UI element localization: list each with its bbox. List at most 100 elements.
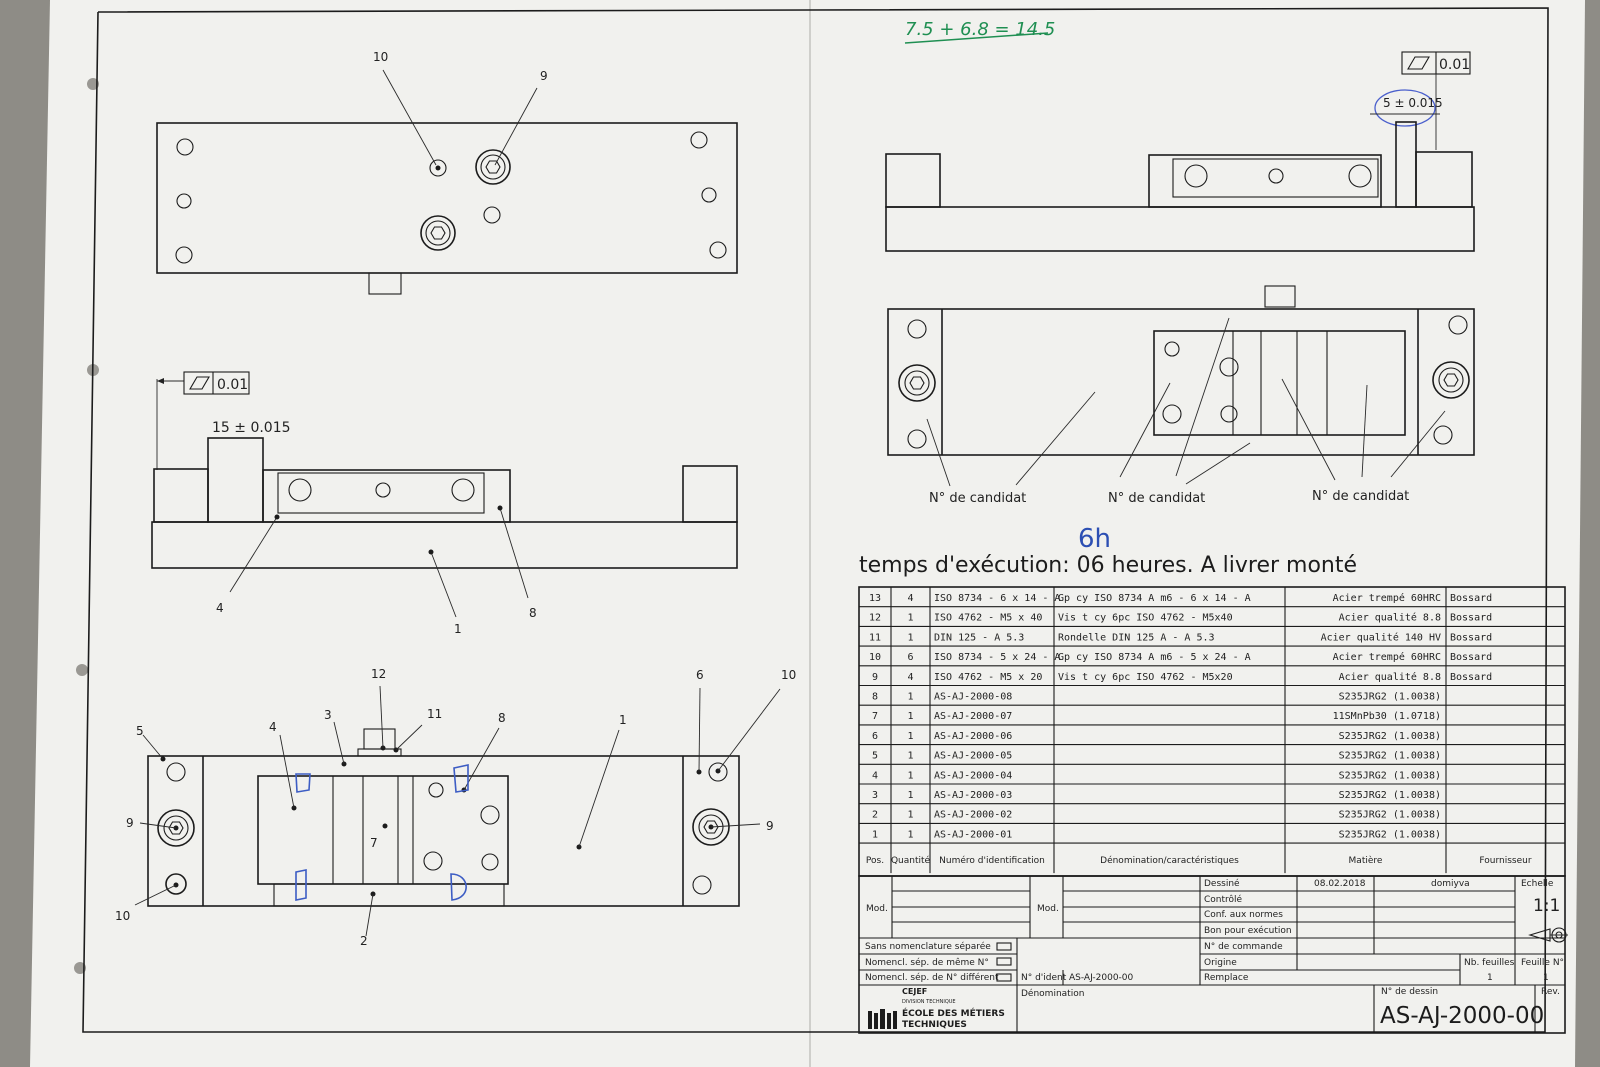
echelle-value: 1:1 bbox=[1533, 896, 1560, 916]
bom-id: DIN 125 - A 5.3 bbox=[934, 632, 1024, 643]
dimension-5: 5 ± 0.015 bbox=[1383, 96, 1443, 110]
hole bbox=[176, 193, 192, 209]
feuille-label: Feuille N° bbox=[1521, 958, 1564, 968]
title-block: Mod. Mod. Dessiné 08.02.2018 domiyva Con… bbox=[858, 875, 1568, 1034]
hole bbox=[175, 246, 193, 264]
drawing-frame bbox=[82, 7, 1549, 1033]
bom-material: S235JRG2 (1.0038) bbox=[1339, 790, 1441, 801]
screw-socket bbox=[480, 154, 506, 180]
slider-block bbox=[1148, 154, 1382, 208]
balloon-1: 1 bbox=[454, 622, 462, 636]
candidate-label: N° de candidat bbox=[1108, 491, 1205, 506]
mod-label: Mod. bbox=[1037, 904, 1059, 914]
bom-pos: 3 bbox=[872, 790, 878, 801]
leader-arrow bbox=[1119, 382, 1171, 478]
school-line-1: ÉCOLE DES MÉTIERS bbox=[902, 1007, 1005, 1019]
dimension-15: 15 ± 0.015 bbox=[212, 420, 291, 436]
handwritten-sum: 7.5 + 6.8 = 14.5 bbox=[905, 19, 1055, 40]
nomencl-diff-label: Nomencl. sép. de N° différent bbox=[865, 972, 999, 983]
execution-time-note: temps d'exécution: 06 heures. A livrer m… bbox=[859, 553, 1357, 578]
balloon-1: 1 bbox=[619, 713, 627, 727]
punch-hole bbox=[87, 78, 99, 90]
projection-symbol-icon bbox=[1528, 927, 1568, 943]
bon-execution-label: Bon pour exécution bbox=[1204, 925, 1292, 936]
right-top-view: N° de candidat N° de candidat N° de cand… bbox=[887, 285, 1475, 506]
hole bbox=[1348, 164, 1372, 188]
nomencl-meme-label: Nomencl. sép. de même N° bbox=[865, 957, 989, 968]
hex-socket-icon bbox=[485, 160, 501, 174]
plate-outline bbox=[156, 122, 738, 274]
leader-arrow bbox=[1185, 442, 1251, 485]
balloon-10: 10 bbox=[373, 50, 388, 64]
hole bbox=[451, 478, 475, 502]
screw-head bbox=[157, 809, 195, 847]
bom-denomination: Rondelle DIN 125 A - A 5.3 bbox=[1058, 632, 1215, 643]
slider-block bbox=[1153, 330, 1406, 436]
bom-material: S235JRG2 (1.0038) bbox=[1339, 829, 1441, 840]
bom-pos: 2 bbox=[872, 810, 878, 821]
punch-hole bbox=[76, 664, 88, 676]
nb-feuilles-value: 1 bbox=[1487, 973, 1493, 983]
balloon-9: 9 bbox=[540, 69, 548, 83]
bom-material: Acier qualité 8.8 bbox=[1339, 671, 1441, 683]
bom-supplier: Bossard bbox=[1450, 672, 1492, 683]
hole bbox=[481, 853, 499, 871]
bom-quantity: 4 bbox=[907, 672, 913, 683]
rail bbox=[273, 883, 505, 907]
bom-supplier: Bossard bbox=[1450, 652, 1492, 663]
leader-line bbox=[134, 884, 177, 906]
arrowhead bbox=[157, 378, 164, 384]
right-block bbox=[1415, 151, 1473, 208]
nb-feuilles-label: Nb. feuilles bbox=[1464, 958, 1515, 968]
bom-pos: 7 bbox=[872, 711, 878, 722]
bom-pos: 12 bbox=[869, 613, 881, 624]
flatness-symbol-icon bbox=[1407, 56, 1430, 70]
bom-id: AS-AJ-2000-08 bbox=[934, 692, 1012, 703]
leader-arrow bbox=[1361, 384, 1368, 478]
leader-arrow bbox=[1175, 317, 1230, 477]
balloon-dot bbox=[428, 549, 434, 555]
bom-header-material: Matière bbox=[1349, 855, 1383, 866]
bom-material: Acier qualité 8.8 bbox=[1339, 612, 1441, 624]
screw-socket bbox=[1438, 367, 1464, 393]
bom-header-supplier: Fournisseur bbox=[1479, 856, 1531, 866]
hex-socket-icon bbox=[1443, 373, 1459, 387]
bom-denomination: Gp cy ISO 8734 A m6 - 5 x 24 - A bbox=[1058, 652, 1251, 663]
bom-id: ISO 8734 - 6 x 14 - A bbox=[934, 593, 1060, 604]
balloon-10: 10 bbox=[115, 909, 130, 923]
leader-line bbox=[382, 69, 437, 166]
hand-mark bbox=[450, 873, 467, 901]
right-side-view: 0.01 5 ± 0.015 bbox=[885, 51, 1475, 252]
bom-quantity: 1 bbox=[907, 810, 913, 821]
conf-normes-label: Conf. aux normes bbox=[1204, 910, 1283, 920]
no-dessin-label: N° de dessin bbox=[1381, 987, 1438, 997]
leader-line bbox=[333, 721, 345, 765]
leader-line bbox=[379, 685, 384, 749]
leader-line bbox=[463, 727, 500, 791]
balloon-dot bbox=[435, 165, 441, 171]
leader-line bbox=[494, 87, 538, 166]
hole bbox=[423, 851, 443, 871]
left-sheet bbox=[30, 0, 810, 1067]
hex-socket-icon bbox=[168, 821, 184, 835]
bom-pos: 9 bbox=[872, 672, 878, 683]
screw-head bbox=[475, 149, 511, 185]
bom-material: S235JRG2 (1.0038) bbox=[1339, 751, 1441, 762]
balloon-dot bbox=[274, 514, 280, 520]
hole bbox=[483, 206, 501, 224]
screw-stub bbox=[368, 272, 402, 295]
left-front-view: 12 11 3 4 8 1 6 10 5 9 9 7 2 10 bbox=[115, 667, 796, 948]
slider-block bbox=[262, 469, 511, 523]
leader-arrow bbox=[926, 418, 951, 487]
bom-id: ISO 8734 - 5 x 24 - A bbox=[934, 652, 1060, 663]
pin-hole bbox=[429, 159, 447, 177]
bom-header-quantity: Quantité bbox=[891, 855, 931, 866]
bom-material: Acier trempé 60HRC bbox=[1333, 592, 1441, 604]
rev-label: Rev. bbox=[1541, 987, 1560, 997]
bom-pos: 13 bbox=[869, 593, 881, 604]
bom-pos: 10 bbox=[869, 652, 881, 663]
hole bbox=[1184, 164, 1208, 188]
bom-pos: 1 bbox=[872, 829, 878, 840]
bom-id: AS-AJ-2000-04 bbox=[934, 770, 1012, 781]
drawing-number: AS-AJ-2000-00 bbox=[1380, 1003, 1544, 1029]
